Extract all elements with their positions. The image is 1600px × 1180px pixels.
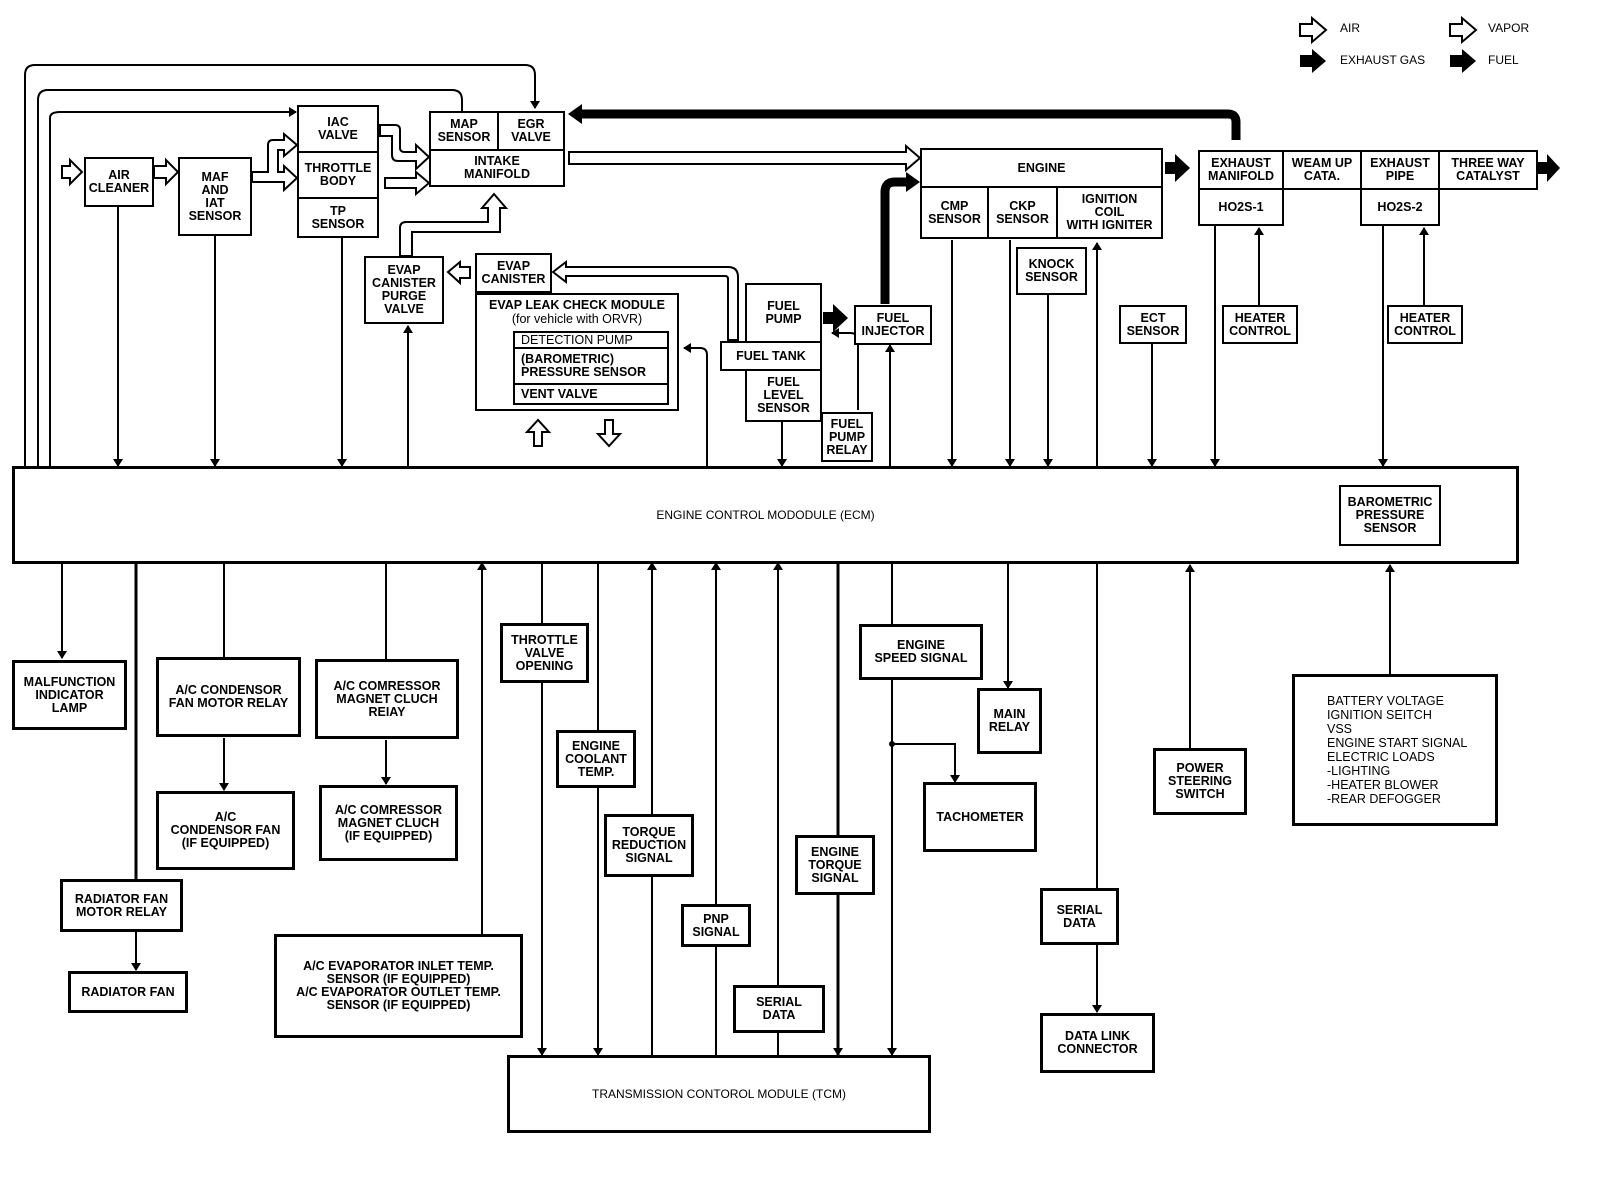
detection-pump: DETECTION PUMP xyxy=(515,333,667,349)
air-cleaner-box: AIR CLEANER xyxy=(84,157,154,207)
ac-condensor-relay-box: A/C CONDENSOR FAN MOTOR RELAY xyxy=(156,657,301,737)
ac-condensor-fan-box: A/C CONDENSOR FAN (IF EQUIPPED) xyxy=(156,791,295,870)
warm-up-catalyst: WEAM UP CATA. xyxy=(1284,152,1362,188)
tachometer-box: TACHOMETER xyxy=(923,782,1037,852)
exhaust-manifold: EXHAUST MANIFOLD xyxy=(1200,152,1284,188)
heater-control-1-box: HEATER CONTROL xyxy=(1222,305,1298,344)
map-sensor: MAP SENSOR xyxy=(431,113,499,151)
torque-reduction-signal-box: TORQUE REDUCTION SIGNAL xyxy=(604,814,694,877)
ckp-sensor: CKP SENSOR xyxy=(989,188,1058,237)
maf-iat-sensor-box: MAF AND IAT SENSOR xyxy=(178,157,252,236)
mil-box: MALFUNCTION INDICATOR LAMP xyxy=(12,660,127,730)
fuel-pump-box: FUEL PUMP xyxy=(745,283,822,343)
intake-manifold-box: MAP SENSOR EGR VALVE INTAKE MANIFOLD xyxy=(429,111,565,187)
ect-sensor-box: ECT SENSOR xyxy=(1119,305,1187,344)
serial-data-tcm-box: SERIAL DATA xyxy=(733,985,825,1033)
tp-sensor: TP SENSOR xyxy=(311,203,365,231)
fuel-tank-box: FUEL TANK xyxy=(720,341,822,371)
ho2s-1-box: HO2S-1 xyxy=(1198,188,1284,226)
vent-valve: VENT VALVE xyxy=(521,386,598,401)
ignition-coil: IGNITION COIL WITH IGNITER xyxy=(1066,192,1153,232)
heater-control-2-box: HEATER CONTROL xyxy=(1387,305,1463,344)
tcm-box: TRANSMISSION CONTOROL MODULE (TCM) xyxy=(507,1055,931,1133)
power-steering-switch-box: POWER STEERING SWITCH xyxy=(1153,748,1247,815)
fuel-injector-box: FUEL INJECTOR xyxy=(854,305,932,345)
barometric-pressure-sensor-evap: (BAROMETRIC) PRESSURE SENSOR xyxy=(515,349,667,385)
egr-valve: EGR VALVE xyxy=(499,113,563,151)
ecm-box: ENGINE CONTROL MODODULE (ECM) xyxy=(12,466,1519,564)
engine-coolant-temp-box: ENGINE COOLANT TEMP. xyxy=(556,730,636,788)
legend-vapor: VAPOR xyxy=(1488,21,1530,35)
knock-sensor-box: KNOCK SENSOR xyxy=(1016,247,1087,295)
ac-compressor-relay-box: A/C COMRESSOR MAGNET CLUCH REIAY xyxy=(315,659,459,739)
engine-speed-signal-box: ENGINE SPEED SIGNAL xyxy=(859,624,983,680)
pnp-signal-box: PNP SIGNAL xyxy=(681,904,751,947)
evap-leak-check-module: EVAP LEAK CHECK MODULE (for vehicle with… xyxy=(475,293,679,411)
throttle-valve-opening-box: THROTTLE VALVE OPENING xyxy=(500,623,589,683)
ecm-barometric-sensor-box: BAROMETRIC PRESSURE SENSOR xyxy=(1339,485,1441,546)
junction-dot xyxy=(889,741,895,747)
leak-module-subtitle: (for vehicle with ORVR) xyxy=(511,311,643,326)
throttle-body: THROTTLE BODY xyxy=(299,153,377,199)
engine-box: ENGINE CMP SENSOR CKP SENSOR IGNITION CO… xyxy=(920,148,1163,239)
main-relay-box: MAIN RELAY xyxy=(977,688,1042,754)
cmp-sensor: CMP SENSOR xyxy=(922,188,989,237)
leak-module-title: EVAP LEAK CHECK MODULE xyxy=(489,297,665,312)
three-way-catalyst: THREE WAY CATALYST xyxy=(1451,156,1525,183)
radiator-fan-relay-box: RADIATOR FAN MOTOR RELAY xyxy=(60,879,183,932)
legend-exhaust-gas: EXHAUST GAS xyxy=(1340,53,1426,67)
ac-evaporator-sensor-box: A/C EVAPORATOR INLET TEMP. SENSOR (IF EQ… xyxy=(274,934,523,1038)
throttle-assembly-box: IAC VALVE THROTTLE BODY TP SENSOR xyxy=(297,105,379,238)
evap-purge-valve-box: EVAP CANISTER PURGE VALVE xyxy=(364,256,444,324)
serial-data-dlc-box: SERIAL DATA xyxy=(1040,888,1119,945)
exhaust-pipe: EXHAUST PIPE xyxy=(1362,152,1440,188)
ac-compressor-clutch-box: A/C COMRESSOR MAGNET CLUCH (IF EQUIPPED) xyxy=(319,785,458,861)
iac-valve: IAC VALVE xyxy=(299,107,377,153)
engine-torque-signal-box: ENGINE TORQUE SIGNAL xyxy=(795,835,875,895)
exhaust-chain: EXHAUST MANIFOLD WEAM UP CATA. EXHAUST P… xyxy=(1198,150,1538,190)
data-link-connector-box: DATA LINK CONNECTOR xyxy=(1040,1013,1155,1073)
evap-canister-box: EVAP CANISTER xyxy=(475,253,552,293)
legend-air: AIR xyxy=(1340,21,1361,35)
engine-title: ENGINE xyxy=(922,150,1161,188)
radiator-fan-box: RADIATOR FAN xyxy=(68,971,188,1013)
misc-inputs-box: BATTERY VOLTAGE IGNITION SEITCH VSS ENGI… xyxy=(1292,674,1498,826)
intake-manifold: INTAKE MANIFOLD xyxy=(464,154,530,181)
legend-fuel: FUEL xyxy=(1488,53,1519,67)
fuel-level-sensor-box: FUEL LEVEL SENSOR xyxy=(745,369,822,422)
ho2s-2-box: HO2S-2 xyxy=(1360,188,1440,226)
fuel-pump-relay-box: FUEL PUMP RELAY xyxy=(821,412,873,462)
